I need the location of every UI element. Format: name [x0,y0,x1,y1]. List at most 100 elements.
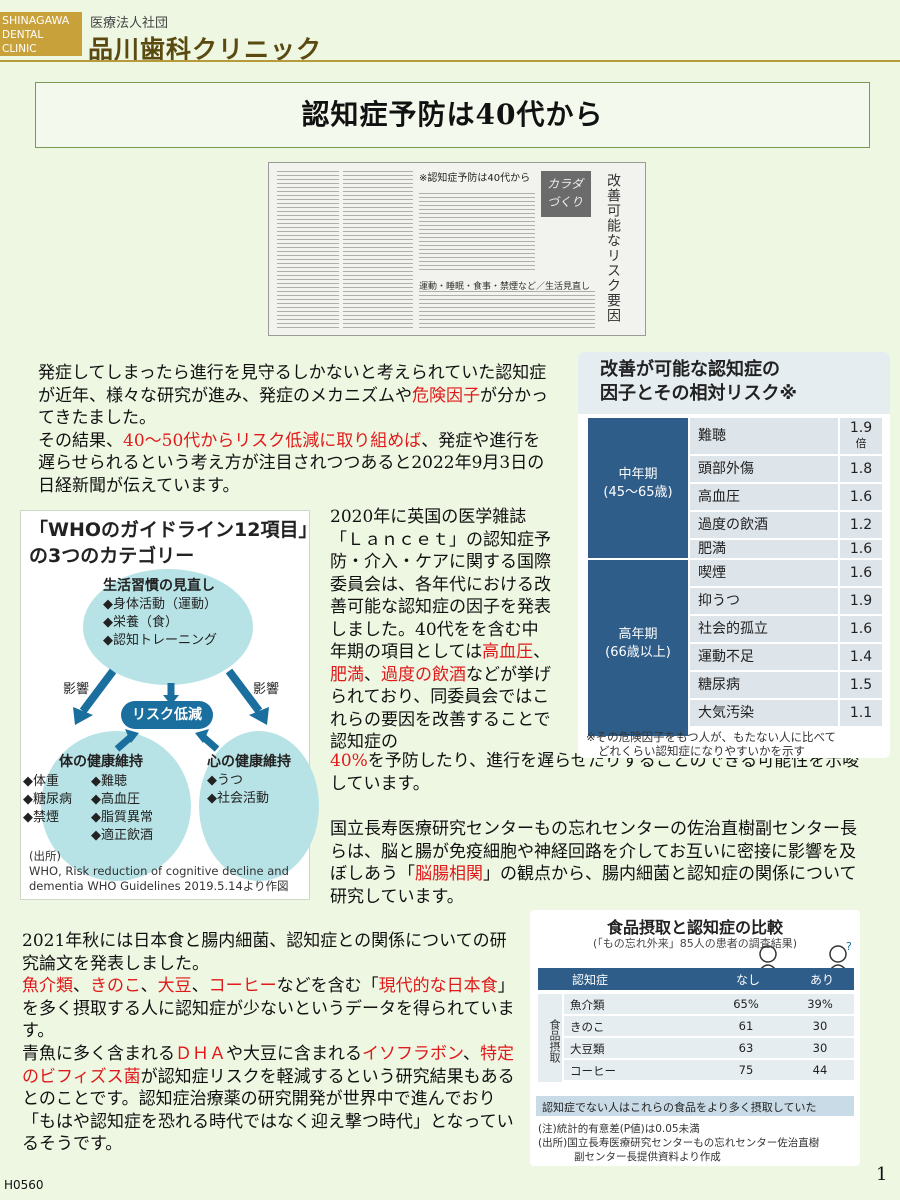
lifestyle-item: ◆栄養（食） [103,615,178,630]
highlight: 40～50代からリスク低減に取り組めば [123,430,422,451]
text: 発症してしまったら進行を見守るしかないと考えられていた認知症が近年、様々な研究が… [38,363,547,406]
who-source: (出所) WHO, Risk reduction of cognitive de… [29,849,289,894]
header-label: 認知症 [572,973,609,987]
clinic-logo: SHINAGAWA DENTAL CLINIC [0,12,82,56]
value-yes: 44 [812,1063,828,1077]
lifestyle-item: ◆認知トレーニング [103,633,217,648]
body-health-circle [41,731,191,881]
paragraph-lancet: 2020年に英国の医学雑誌「Ｌａｎｃｅｔ」の認知症予防・介入・ケアに関する国際委… [330,506,555,754]
arrow-right [225,668,263,714]
arrow-left [79,668,117,714]
header-yes: あり [810,973,835,987]
highlight: 現代的な日本食 [378,976,498,996]
clipping-text-column [277,171,339,329]
risk-value: 1.8 [840,456,882,482]
lifestyle-title: 生活習慣の見直し [103,578,215,594]
text: 2020年に英国の医学雑誌「Ｌａｎｃｅｔ」の認知症予防・介入・ケアに関する国際委… [330,507,551,662]
text: 、 [462,1044,480,1064]
clipping-subhead: 運動・睡眠・食事・禁煙など／生活見直し [419,282,591,292]
value-no: 75 [738,1063,754,1077]
highlight: 40% [330,751,368,771]
food-table-title: 食品摂取と認知症の比較 [606,918,783,937]
text: などが挙げられており、同委員会ではこれらの要因を改善することで認知症の [330,664,551,753]
header-divider [0,60,900,62]
question-icon: ? [846,940,852,953]
source-line: (出所) [29,849,61,863]
text: 、発症や進行を遅らせられるという考え方が注目されつつあると2022年9月3日の日… [38,430,545,496]
arrow-head [249,707,269,725]
document-code: H0560 [4,1178,44,1192]
risk-table-note: ※その危険因子をもつ人が、もたない人に比べて どれくらい認知症になりやすいかを示… [586,730,836,758]
risk-value: 1.2 [840,512,882,538]
who-guideline-diagram: 「WHOのガイドライン12項目」 の3つのカテゴリー 生活習慣の見直し ◆身体活… [20,510,319,900]
logo-line1: SHINAGAWA [2,14,70,27]
highlight: 脳腸相関 [415,864,483,884]
mind-health-block: 心の健康維持 ◆うつ ◆社会活動 [207,753,291,808]
risk-factor: 過度の飲酒 [690,512,838,538]
risk-value: 1.6 [840,616,882,642]
food-name: きのこ [570,1020,605,1034]
text: 国立長寿医療研究センターもの忘れセンターの佐治直樹副センター長らは、脳と腸が免疫… [330,819,857,884]
title-box: 認知症予防は40代から [35,82,870,148]
text: などを含む「 [276,976,379,996]
risk-factor: 難聴 [690,418,838,454]
influence-label-left: 影響 [63,682,90,697]
text: 」を多く摂取する人に認知症が少ないというデータを得られています。 [22,976,515,1041]
clipping-text-column [419,291,595,329]
who-diagram-title: 「WHOのガイドライン12項目」 の3つのカテゴリー [29,517,317,569]
group-range: (66歳以上) [605,645,671,660]
text: が分かってきたました。 [38,385,548,429]
text: その結果、 [38,430,123,451]
highlight: 高血圧 [482,642,534,662]
food-name: コーヒー [570,1064,616,1078]
lifestyle-circle [83,569,253,685]
risk-factor: 抑うつ [690,588,838,614]
risk-table-title: 改善が可能な認知症の 因子とその相対リスク※ [578,352,890,414]
unit: 倍 [855,437,867,450]
food-conclusion: 認知症でない人はこれらの食品をより多く摂取していた [536,1096,854,1116]
body-item: ◆禁煙 [23,810,59,825]
org-type: 医療法人社団 [90,16,169,31]
clipping-text-column [419,193,535,273]
source-line: WHO, Risk reduction of cognitive decline… [29,864,289,878]
group-midlife: 中年期 (45～65歳) [588,418,688,558]
value-no: 61 [738,1019,754,1033]
body-health-block: 体の健康維持 [59,753,143,772]
paragraph-gut-brain: 国立長寿医療研究センターもの忘れセンターの佐治直樹副センター長らは、脳と腸が免疫… [330,818,870,908]
risk-factor: 大気汚染 [690,700,838,726]
text: 、 [533,642,551,662]
body-health-col1: ◆体重 ◆糖尿病 ◆禁煙 [23,773,72,827]
body-item: ◆高血圧 [91,792,140,807]
mind-item: ◆社会活動 [207,791,269,806]
highlight: コーヒー [208,976,277,996]
text: 、 [73,976,90,996]
lifestyle-item: ◆身体活動（運動） [103,597,217,612]
who-title-line2: の3つのカテゴリー [29,545,195,567]
paragraph-dha: 青魚に多く含まれるＤＨＡや大豆に含まれるイソフラボン、特定のビフィズス菌が認知症… [22,1043,522,1156]
body-item: ◆難聴 [91,774,127,789]
food-table-notes: (注)統計的有意差(P値)は0.05未満 (出所)国立長寿医療研究センターもの忘… [538,1122,819,1164]
body-item: ◆適正飲酒 [91,828,153,843]
value-yes: 39% [807,997,833,1011]
note-line: ※その危険因子をもつ人が、もたない人に比べて [586,730,836,744]
text: 」の観点から、腸内細菌と認知症の関係について研究しています。 [330,864,857,907]
note-line: (注)統計的有意差(P値)は0.05未満 [538,1123,700,1135]
risk-value: 1.6 [840,540,882,558]
note-line: (出所)国立長寿医療研究センターもの忘れセンター佐治直樹 [538,1137,820,1149]
food-intake-table: 食品摂取と認知症の比較 (「もの忘れ外来」85人の患者の調査結果) ? 認知症 … [530,910,860,1166]
value-yes: 30 [812,1041,828,1055]
risk-value: 1.6 [840,560,882,586]
body-item: ◆体重 [23,774,59,789]
influence-label-right: 影響 [253,682,280,697]
diagram-arrows [73,668,269,752]
food-name: 魚介類 [570,998,605,1012]
food-table-subtitle: (「もの忘れ外来」85人の患者の調査結果) [592,937,798,950]
highlight: 肥満 [330,664,364,685]
arrow-head [195,729,209,743]
person-icons: ? [759,940,852,970]
risk-value: 1.4 [840,644,882,670]
paragraph-intro: 発症してしまったら進行を見守るしかないと考えられていた認知症が近年、様々な研究が… [38,362,556,497]
body-health-col2: ◆難聴 ◆高血圧 ◆脂質異常 ◆適正飲酒 [91,773,153,845]
risk-factor: 頭部外傷 [690,456,838,482]
